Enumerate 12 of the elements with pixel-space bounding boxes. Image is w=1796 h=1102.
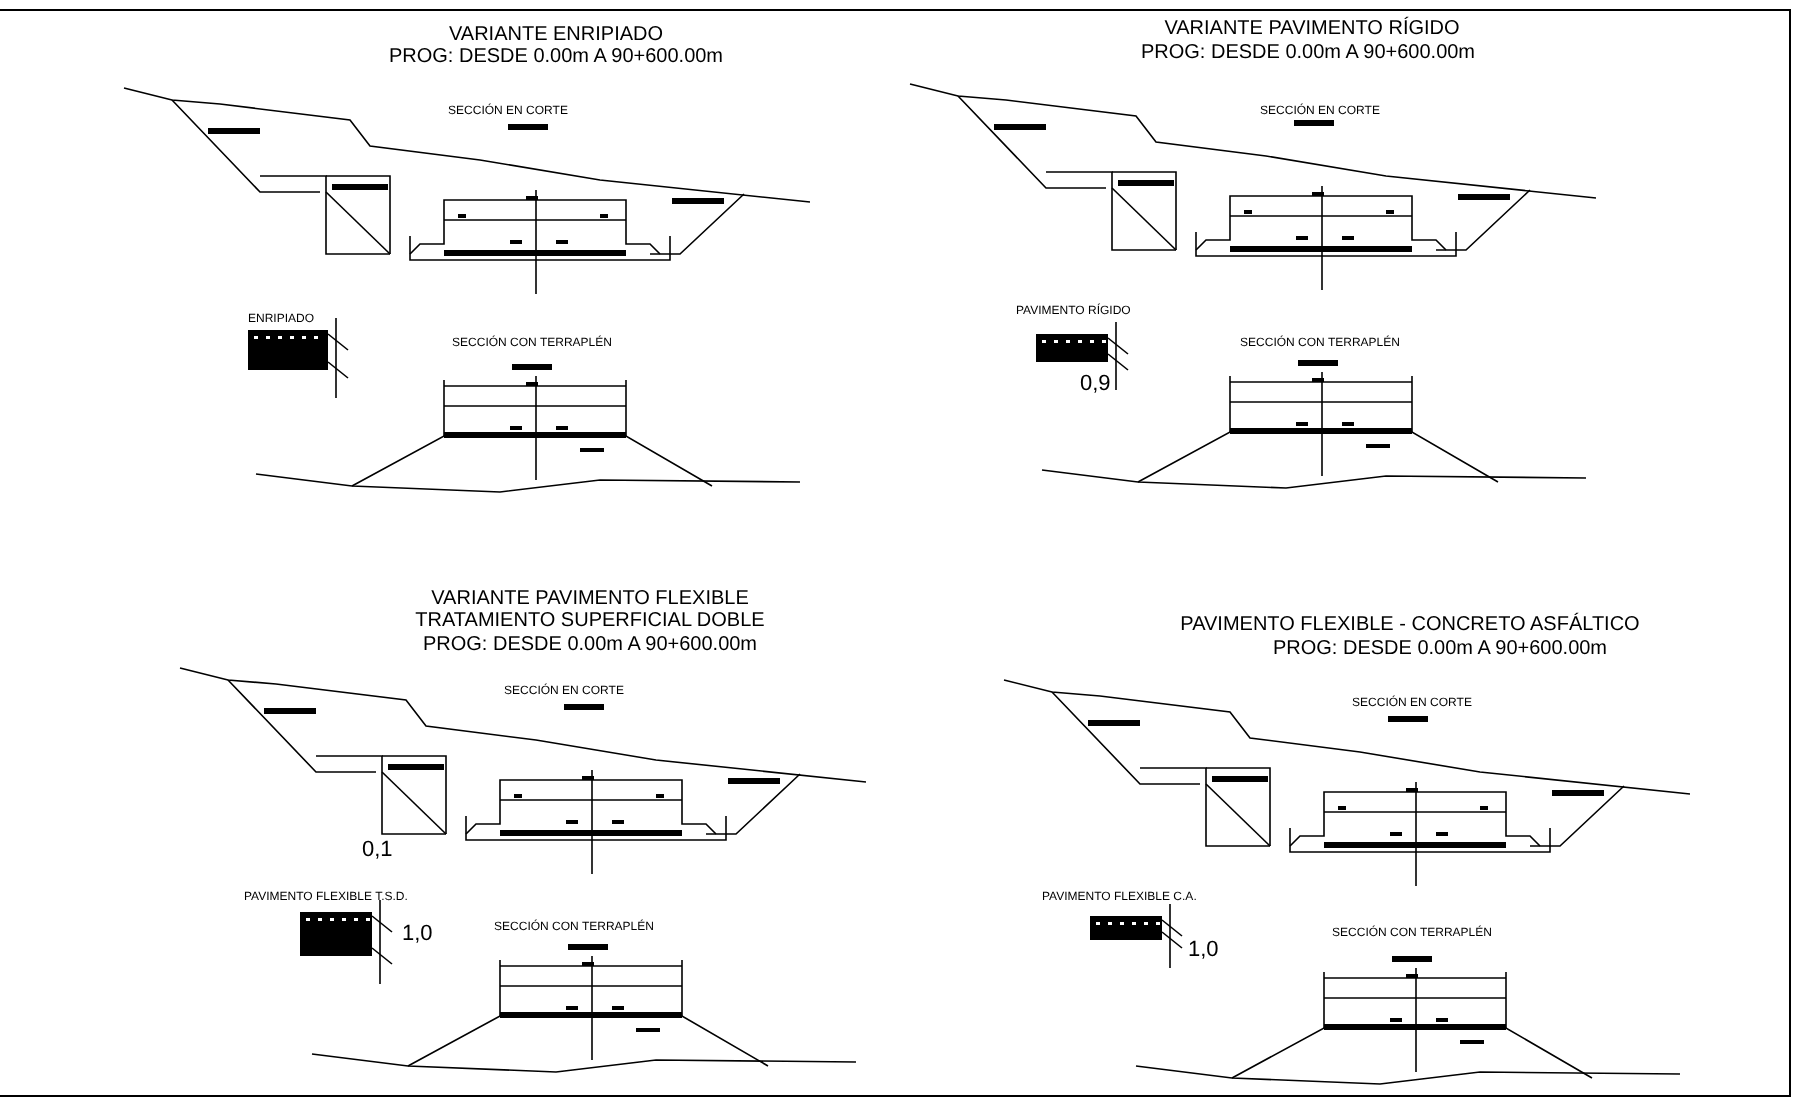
station-range: PROG: DESDE 0.00m A 90+600.00m (1140, 42, 1476, 64)
thickness-value: 0,9 (1080, 372, 1111, 397)
thickness-value: 1,0 (402, 922, 433, 947)
station-range: PROG: DESDE 0.00m A 90+600.00m (422, 634, 758, 656)
thickness-value: 1,0 (1188, 938, 1219, 963)
station-range: PROG: DESDE 0.00m A 90+600.00m (388, 46, 724, 68)
section-title: VARIANTE ENRIPIADO (448, 24, 664, 46)
section-title: VARIANTE PAVIMENTO RÍGIDO (1164, 18, 1460, 40)
section-title: PAVIMENTO FLEXIBLE - CONCRETO ASFÁLTICO (1180, 614, 1640, 636)
station-range: PROG: DESDE 0.00m A 90+600.00m (1272, 638, 1608, 660)
thickness-value: 0,1 (362, 838, 393, 863)
section-title: VARIANTE PAVIMENTO FLEXIBLE TRATAMIENTO SUPERFICIAL DOBLE (413, 588, 767, 632)
